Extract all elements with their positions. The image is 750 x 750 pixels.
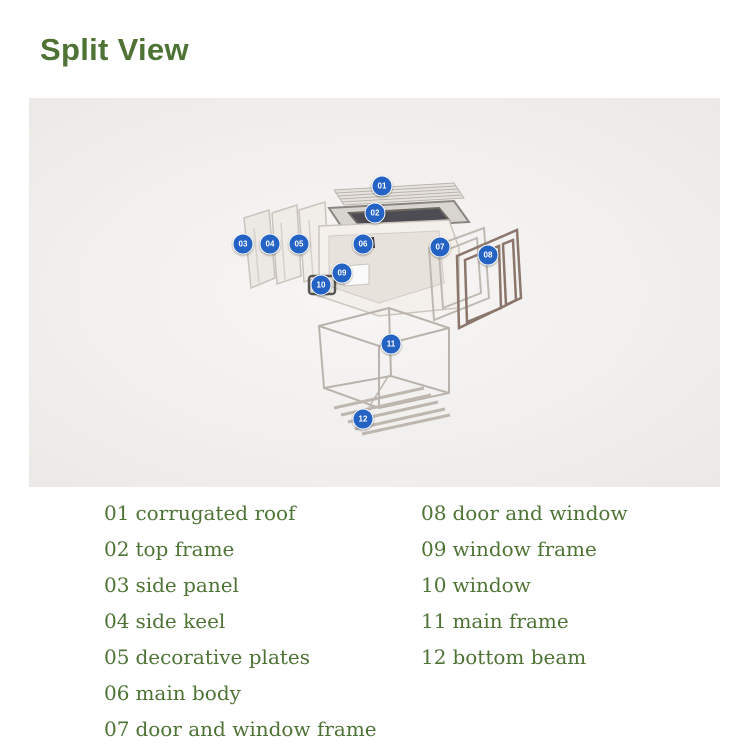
legend-label: side keel [135,609,226,633]
legend-number: 02 [104,537,130,561]
side-panels-part [243,201,330,290]
corrugated-roof-part [333,182,465,206]
callout-marker-03[interactable]: 03 [232,233,254,255]
legend-number: 06 [104,681,130,705]
legend-number: 12 [421,645,447,669]
exploded-model-drawing [243,182,523,436]
callout-marker-07[interactable]: 07 [429,236,451,258]
callout-marker-04[interactable]: 04 [259,233,281,255]
legend-number: 11 [421,609,447,633]
callout-marker-01[interactable]: 01 [371,175,393,197]
legend-label: side panel [135,573,239,597]
legend-label: bottom beam [452,645,587,669]
callout-marker-12[interactable]: 12 [352,408,374,430]
page-title: Split View [40,32,189,67]
legend-number: 01 [104,501,130,525]
legend-number: 10 [421,573,447,597]
exploded-view-illustration: 01 02 03 04 05 06 07 08 09 10 11 12 [29,98,720,487]
legend-number: 07 [104,717,130,741]
legend-label: window frame [452,537,597,561]
legend-label: door and window [452,501,628,525]
legend-label: door and window frame [135,717,377,741]
callout-marker-05[interactable]: 05 [288,233,310,255]
callout-marker-06[interactable]: 06 [352,233,374,255]
legend-label: decorative plates [135,645,311,669]
door-window-frame-part [427,226,491,322]
legend-number: 05 [104,645,130,669]
legend-number: 03 [104,573,130,597]
legend-label: window [452,573,531,597]
legend-number: 04 [104,609,130,633]
callout-marker-10[interactable]: 10 [310,274,332,296]
legend-number: 09 [421,537,447,561]
main-frame-part [317,306,450,410]
callout-marker-08[interactable]: 08 [477,244,499,266]
legend-label: main body [135,681,241,705]
legend-number: 08 [421,501,447,525]
legend-label: main frame [452,609,569,633]
callout-marker-02[interactable]: 02 [364,202,386,224]
legend-label: corrugated roof [135,501,296,525]
callout-marker-09[interactable]: 09 [331,262,353,284]
callout-marker-11[interactable]: 11 [380,333,402,355]
legend-label: top frame [135,537,235,561]
